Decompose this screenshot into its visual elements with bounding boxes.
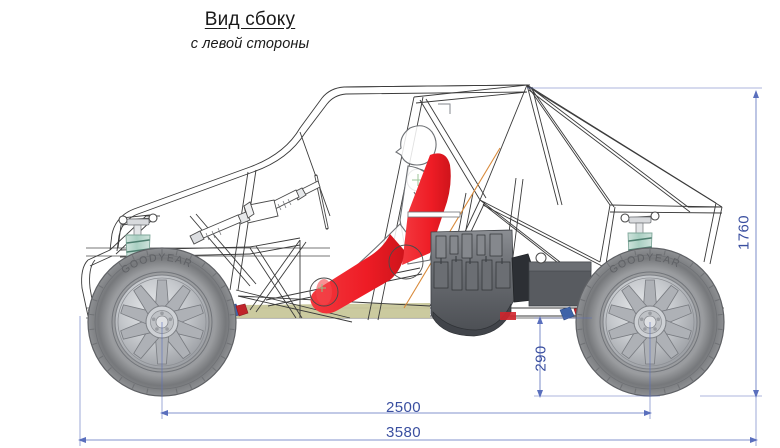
steering-column [189,180,321,245]
reference-line-orange [403,147,501,309]
dimension-lines [78,87,762,446]
racing-seat [309,153,461,314]
engine-block [430,229,535,337]
